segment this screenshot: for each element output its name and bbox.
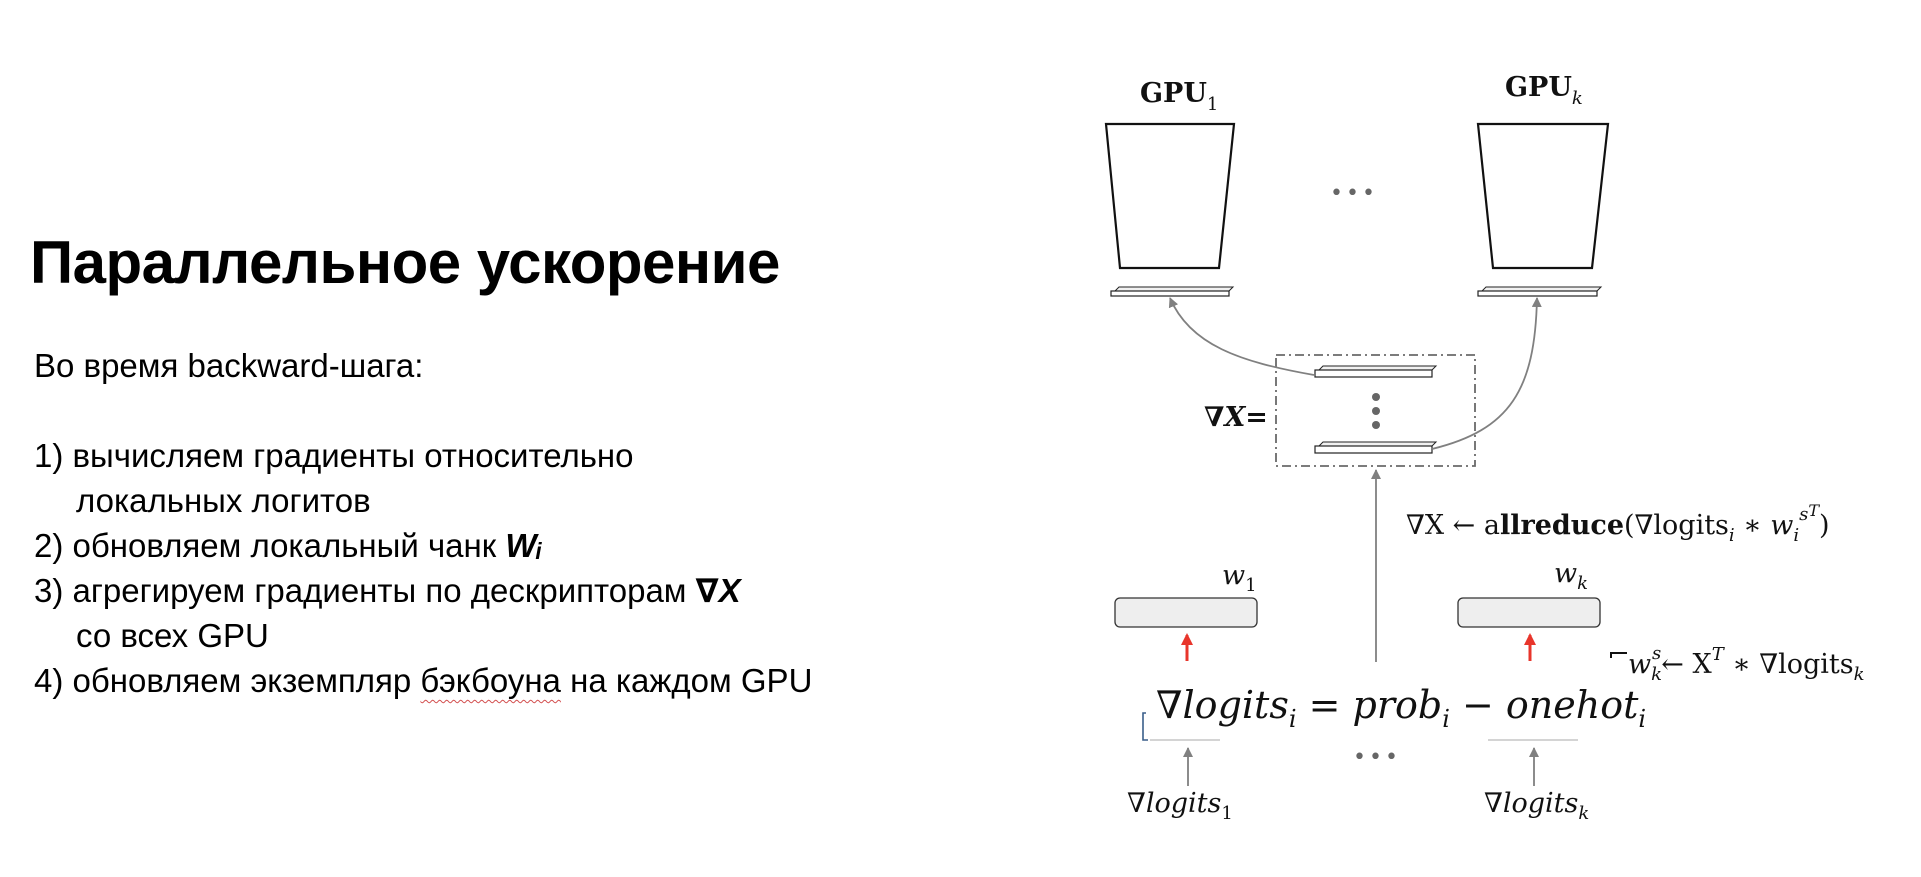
weight-update-formula: wks← XT ∗ ∇logitsk (1610, 643, 1865, 685)
step-2-symbol: Wᵢ (505, 527, 543, 564)
step-4-text-post: на каждом GPU (560, 662, 813, 699)
gpu-k-plate (1477, 286, 1603, 297)
step-2-text: 2) обновляем локальный чанк (34, 527, 506, 564)
gpu-1-trapezoid (1104, 122, 1236, 270)
slide-body: Во время backward-шага: 1) вычисляем гра… (34, 343, 964, 703)
step-3-text: 3) агрегируем градиенты по дескрипторам (34, 572, 696, 609)
step-1-line-2: локальных логитов (76, 482, 371, 519)
step-3-line-2: со всех GPU (76, 617, 269, 654)
grad-x-dashed-box (1275, 354, 1476, 467)
logits-k-label: ∇logitsk (1484, 788, 1589, 824)
step-2: 2) обновляем локальный чанк Wᵢ (34, 523, 964, 568)
gpu-1-label: GPU1 (1140, 78, 1218, 115)
grad-x-bottom-plate (1314, 441, 1438, 454)
svg-text:wks← XT ∗ ∇logitsk: wks← XT ∗ ∇logitsk (1628, 643, 1865, 685)
weight-k-label: wk (1554, 558, 1588, 594)
gpu-k-label: GPUk (1505, 72, 1583, 109)
step-4-text-pre: 4) обновляем экземпляр (34, 662, 421, 699)
main-formula: ∇logitsi = probi − onehoti (1156, 683, 1646, 733)
arrow-to-gpu-k (1431, 297, 1542, 450)
allreduce-formula: ∇X ← allreduce(∇logitsi ∗ wisT) (1406, 501, 1830, 546)
step-4: 4) обновляем экземпляр бэкбоуна на каждо… (34, 658, 964, 703)
formula-bracket-left (1142, 712, 1148, 741)
step-3-symbol: ∇X (695, 572, 741, 609)
step-1: 1) вычисляем градиенты относительно лока… (34, 433, 964, 523)
grad-x-vertical-dots (1372, 393, 1380, 429)
slide-title: Параллельное ускорение (30, 229, 780, 296)
weight-1-label: w1 (1222, 560, 1257, 596)
grad-x-top-plate (1314, 365, 1438, 378)
intro-line: Во время backward-шага: (34, 347, 424, 384)
grad-x-label: ∇X= (1204, 402, 1268, 433)
step-4-misspelled-word: бэкбоуна (420, 662, 561, 699)
gpu-1-plate (1110, 286, 1235, 297)
gpu-ellipsis: ••• (1330, 181, 1378, 206)
weight-1-box (1114, 597, 1258, 628)
arrow-to-gpu-1 (1168, 297, 1315, 376)
step-1-line-1: 1) вычисляем градиенты относительно (34, 437, 634, 474)
gpu-k-trapezoid (1476, 122, 1610, 270)
step-3: 3) агрегируем градиенты по дескрипторам … (34, 568, 964, 658)
logits-1-label: ∇logits1 (1127, 788, 1233, 824)
logits-ellipsis: ••• (1353, 745, 1401, 770)
weight-k-box (1457, 597, 1601, 628)
